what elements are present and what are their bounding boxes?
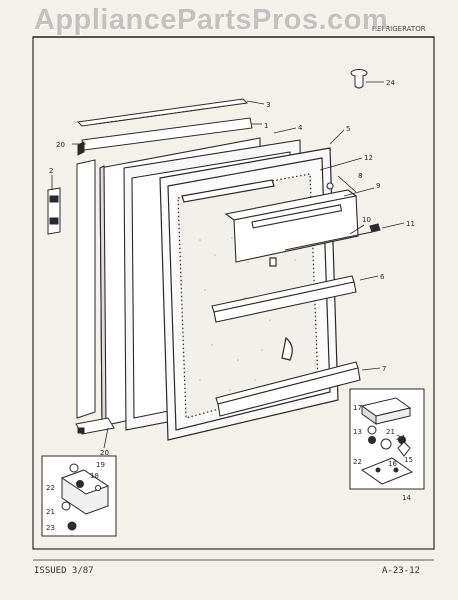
page-number: A-23-12 — [382, 566, 420, 576]
callout-labels: 1 2 3 4 5 6 7 8 9 10 11 12 13 14 15 16 1… — [46, 79, 415, 532]
part-shelf-rail-6 — [211, 275, 357, 323]
detail-box-left — [41, 455, 117, 537]
part-bottom-hinge-20 — [75, 417, 115, 435]
part-shelf-rail-7 — [215, 361, 361, 417]
watermark-text: AppliancePartsPros.com — [34, 4, 389, 36]
callout-21-right: 21 — [386, 428, 395, 436]
callout-7: 7 — [382, 365, 386, 373]
callout-12: 12 — [364, 154, 373, 162]
callout-17: 17 — [353, 404, 362, 412]
callout-24-right: 24 — [396, 434, 405, 442]
callout-10: 10 — [362, 216, 371, 224]
callout-20-bottom: 20 — [100, 449, 109, 457]
callout-6: 6 — [380, 273, 385, 281]
callout-24-top: 24 — [386, 79, 395, 87]
callout-4: 4 — [298, 124, 303, 132]
callout-21-left: 21 — [46, 508, 55, 516]
callout-15: 15 — [404, 456, 413, 464]
leader-lines — [51, 81, 405, 449]
callout-5: 5 — [346, 125, 350, 133]
callout-16: 16 — [388, 460, 397, 468]
part-side-strip-20 — [76, 159, 96, 419]
callout-11: 11 — [406, 220, 415, 228]
header-page-code: REFRIGERATOR — [372, 25, 426, 33]
callout-13: 13 — [353, 428, 362, 436]
callout-1: 1 — [264, 122, 268, 130]
callout-8: 8 — [358, 172, 362, 180]
callout-2: 2 — [49, 167, 53, 175]
part-hinge-2 — [47, 187, 61, 235]
callout-23: 23 — [46, 524, 55, 532]
callout-20-top: 20 — [56, 141, 65, 149]
part-top-strip-1 — [77, 117, 253, 156]
detail-box-right — [349, 388, 425, 490]
part-rod-10 — [284, 223, 381, 251]
callout-22-left: 22 — [46, 484, 55, 492]
callout-19: 19 — [96, 461, 105, 469]
part-top-trim-3 — [76, 98, 249, 127]
callout-18: 18 — [90, 472, 99, 480]
callout-3: 3 — [266, 101, 270, 109]
callout-9: 9 — [376, 182, 380, 190]
callout-14: 14 — [402, 494, 411, 502]
issued-date: ISSUED 3/87 — [34, 566, 94, 576]
part-shelf-bin-8 — [224, 182, 359, 263]
part-clip-24 — [350, 69, 368, 89]
callout-22-right: 22 — [353, 458, 362, 466]
